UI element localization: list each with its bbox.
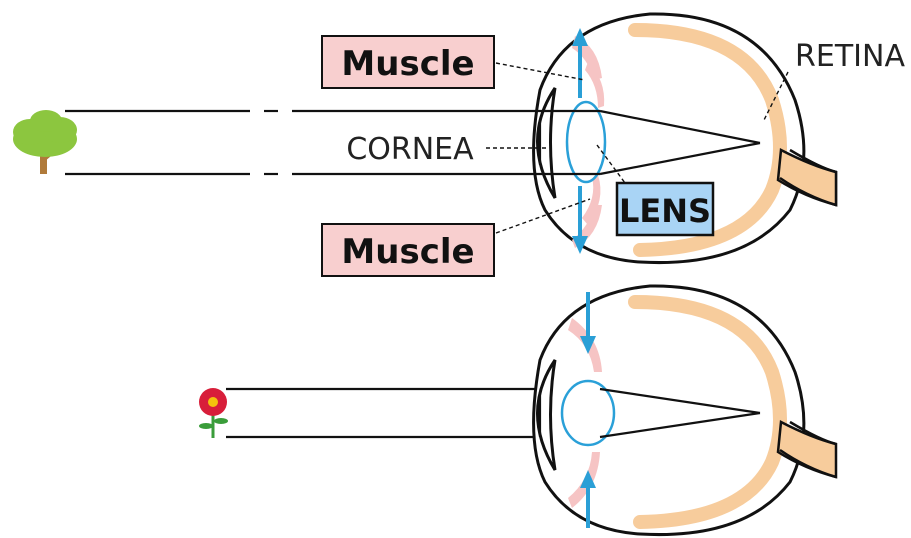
top-light-rays [65, 109, 530, 176]
muscle-label-bottom: Muscle [321, 223, 495, 277]
svg-text:LENS: LENS [619, 192, 711, 230]
ciliary-muscle-bottom [582, 175, 601, 225]
muscle-arrows-inward [580, 292, 596, 528]
bottom-eyeball [532, 284, 838, 537]
lens-label: LENS [615, 181, 715, 237]
retina [628, 23, 787, 257]
cornea [536, 87, 557, 199]
flower-icon [199, 388, 228, 438]
top-eye-scene: Muscle CORNEA Muscle LENS RETINA [13, 12, 905, 277]
ciliary-muscle-top [585, 62, 605, 108]
muscle-arrows-outward [572, 28, 588, 254]
bottom-eye-scene [199, 284, 838, 537]
lens-fat [560, 379, 616, 447]
muscle-label-top: Muscle [321, 35, 495, 89]
svg-text:Muscle: Muscle [341, 232, 474, 272]
svg-text:Muscle: Muscle [341, 44, 474, 84]
retina-label: RETINA [795, 39, 905, 74]
cornea-label: CORNEA [346, 132, 474, 167]
tree-icon [13, 110, 77, 174]
lens-thin [565, 100, 607, 184]
top-eyeball [530, 12, 838, 265]
